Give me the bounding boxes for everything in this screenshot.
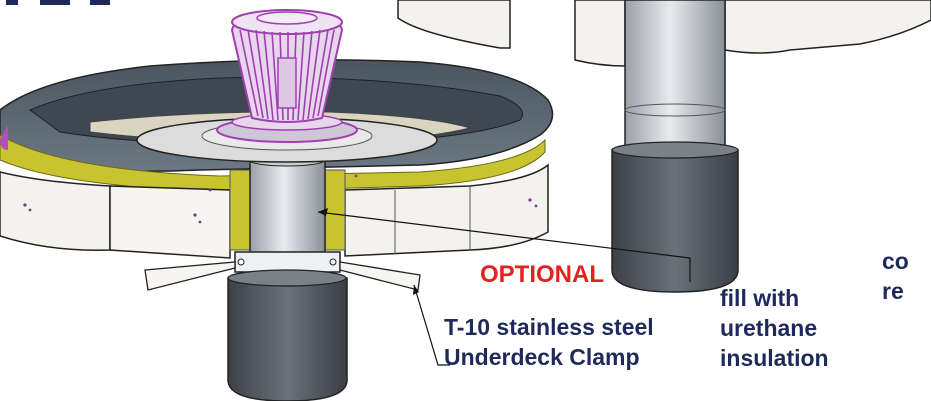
clamp-leader [413,284,450,366]
dome-strainer [230,9,344,123]
cropped-heading [0,0,170,14]
fill-label-line-2: urethane [720,315,818,341]
second-drain-assembly [397,0,931,293]
fill-label-line-1: fill with [720,285,800,311]
clamp-label-line-1: T-10 stainless steel [444,314,654,340]
underdeck-clamp [144,261,421,291]
insulation-blocks [0,163,549,259]
leader-lines [317,211,691,366]
fill-label-line-3: insulation [720,345,829,371]
drain-pipe [234,153,341,281]
optional-label: OPTIONAL [480,261,604,288]
cropped-label-line-2: re [882,278,904,304]
clamp-label-line-2: Underdeck Clamp [444,344,640,370]
urethane-fill [229,169,346,251]
cropped-label-line-1: co [882,248,909,274]
clamp-arrowhead [413,285,419,295]
fill-arrowhead [318,208,328,216]
fill-leader [317,211,691,282]
lower-pipe [227,269,348,401]
